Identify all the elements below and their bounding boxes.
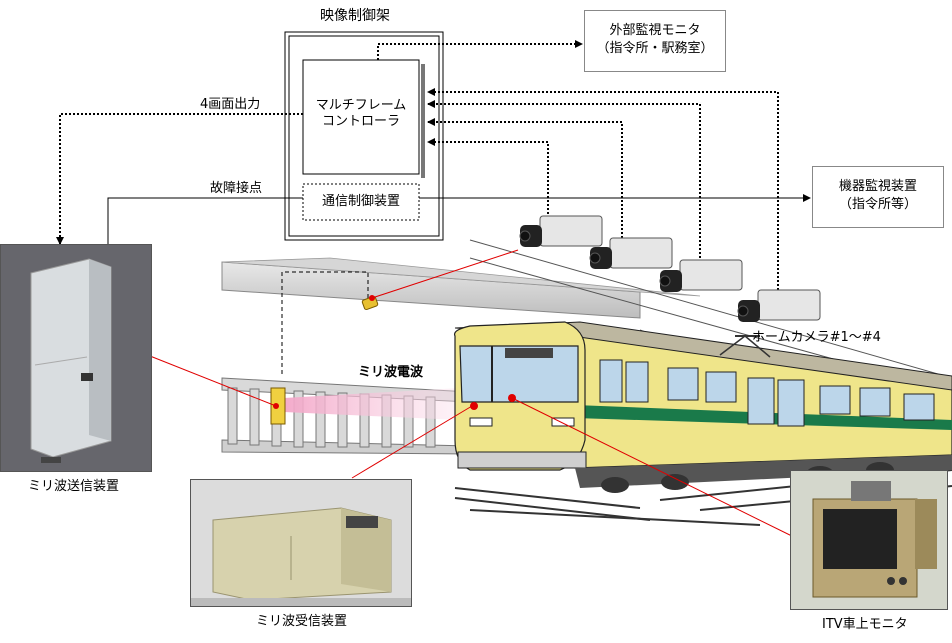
pointer-dots (273, 295, 516, 410)
link-camera-2 (427, 118, 623, 238)
comm-box (302, 183, 420, 221)
multi-frame-box (302, 59, 420, 175)
receiver-image (191, 480, 411, 606)
train (453, 321, 952, 493)
external-monitor-line2: （指令所・駅務室） (596, 41, 714, 56)
control-rack-title: 映像制御架 (320, 8, 390, 24)
home-camera-label: ホームカメラ#1～#4 (752, 330, 881, 345)
camera-icon (737, 289, 821, 322)
transmitter-photo (0, 244, 152, 472)
mm-wave-beam (284, 388, 460, 420)
link-external-monitor (377, 40, 583, 60)
mm-wave-label: ミリ波電波 (358, 365, 424, 380)
equipment-monitor-line1: 機器監視装置 (838, 179, 917, 194)
rack-outer (284, 31, 444, 241)
camera-icon (659, 259, 743, 292)
itv-monitor-caption: ITV車上モニタ (822, 617, 908, 632)
link-quad-output (56, 113, 303, 245)
external-monitor-box: 外部監視モニタ （指令所・駅務室） (584, 10, 726, 72)
link-camera-1 (427, 138, 549, 218)
link-camera-3 (427, 100, 701, 262)
transmitter-caption: ミリ波送信装置 (28, 479, 120, 494)
comm-controller-label: 通信制御装置 (321, 194, 400, 209)
transmitter-image (1, 245, 151, 471)
itv-monitor-photo (790, 470, 948, 610)
equipment-monitor-box: 機器監視装置 （指令所等） (812, 166, 944, 228)
receiver-photo (190, 479, 412, 607)
camera-icon (519, 215, 603, 247)
cable-dashed (281, 271, 369, 374)
camera-icon (589, 237, 673, 269)
external-monitor-line1: 外部監視モニタ (609, 23, 701, 38)
multi-frame-controller-label: マルチフレーム コントローラ (306, 98, 416, 130)
link-camera-4 (427, 88, 779, 290)
mfc-shadow (421, 64, 425, 178)
equipment-monitor-line2: （指令所等） (838, 197, 917, 212)
receiver-caption: ミリ波受信装置 (256, 614, 348, 629)
mfc-line-2: コントローラ (321, 114, 400, 129)
mfc-line-1: マルチフレーム (315, 98, 407, 113)
fault-contact-label: 故障接点 (210, 181, 263, 196)
quad-output-label: 4画面出力 (200, 97, 261, 112)
pointer-lines (149, 249, 801, 541)
rack-inner (288, 35, 440, 237)
link-fault-contact (107, 197, 303, 244)
itv-monitor-image (791, 471, 947, 609)
platform-canopy (221, 257, 701, 319)
